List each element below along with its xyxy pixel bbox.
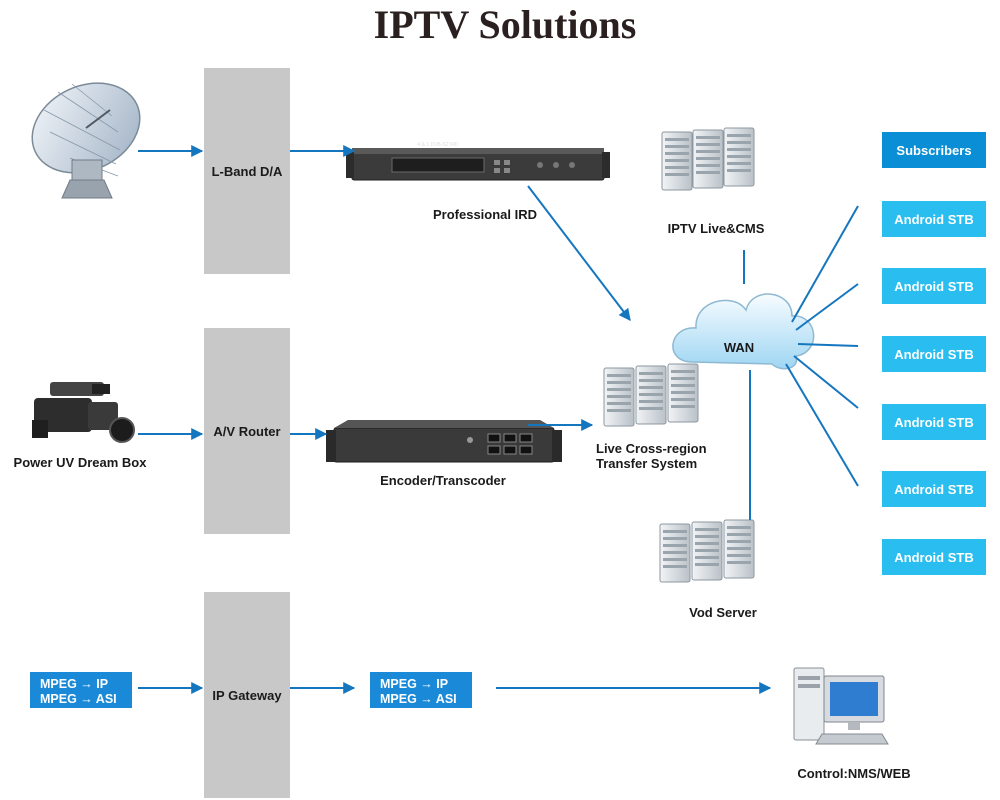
line-wan-to-stb-1 <box>791 205 859 323</box>
subscribers-header-label: Subscribers <box>896 143 971 158</box>
live-cms-label: IPTV Live&CMS <box>668 221 765 236</box>
stb-label-3: Android STB <box>894 347 973 362</box>
satellite-dish-icon <box>31 82 141 199</box>
stb-label-5: Android STB <box>894 482 973 497</box>
stb-box-4 <box>882 404 986 440</box>
wan-label: WAN <box>724 340 754 355</box>
cross-region-label-line2: Transfer System <box>596 456 697 471</box>
stb-box-5 <box>882 471 986 507</box>
stb-box-2 <box>882 268 986 304</box>
camera-icon <box>32 382 135 443</box>
camera-label: Power UV Dream Box <box>14 455 148 470</box>
ird-panel-text: 4 & 1 DVB-S2 IRD <box>417 142 459 148</box>
connection-arrows <box>138 145 859 694</box>
encoder-device-icon <box>326 420 562 463</box>
stb-label-1: Android STB <box>894 212 973 227</box>
line-wan-to-stb-5 <box>785 363 859 487</box>
stb-label-6: Android STB <box>894 550 973 565</box>
stb-label-2: Android STB <box>894 279 973 294</box>
control-label: Control:NMS/WEB <box>797 766 910 781</box>
lband-label: L-Band D/A <box>212 164 283 179</box>
converter-box-left <box>30 672 132 708</box>
ip-gateway-label: IP Gateway <box>212 688 282 703</box>
converter-left-line1: MPEG → IP <box>40 677 108 691</box>
cross-region-server-icon <box>603 363 699 427</box>
stb-box-6 <box>882 539 986 575</box>
cross-region-label-line1: Live Cross-region <box>596 441 707 456</box>
stb-box-1 <box>882 201 986 237</box>
stb-list: Android STB Android STB Android STB Andr… <box>882 201 986 575</box>
control-pc-icon <box>793 667 889 745</box>
converter-middle-line2: MPEG → ASI <box>380 692 457 706</box>
subscribers-header <box>882 132 986 168</box>
stb-box-3 <box>882 336 986 372</box>
av-router-column <box>204 328 290 534</box>
ip-gateway-column <box>204 592 290 798</box>
line-wan-to-stb-3 <box>797 343 859 347</box>
page-title: IPTV Solutions <box>374 2 637 47</box>
wan-cloud-icon <box>672 293 815 370</box>
stb-label-4: Android STB <box>894 415 973 430</box>
vod-server-label: Vod Server <box>689 605 757 620</box>
vod-server-icon <box>659 519 755 583</box>
converter-left-line2: MPEG → ASI <box>40 692 117 706</box>
arrow-ird-to-wan <box>527 185 631 321</box>
lband-column <box>204 68 290 274</box>
av-router-label: A/V Router <box>213 424 280 439</box>
converter-middle-line1: MPEG → IP <box>380 677 448 691</box>
ird-device-icon: 4 & 1 DVB-S2 IRD <box>346 142 610 181</box>
live-cms-server-icon <box>661 127 755 191</box>
line-wan-to-stb-4 <box>793 355 859 409</box>
encoder-label: Encoder/Transcoder <box>380 473 506 488</box>
converter-box-middle <box>370 672 472 708</box>
ird-label: Professional IRD <box>433 207 537 222</box>
line-wan-to-stb-2 <box>795 283 859 331</box>
